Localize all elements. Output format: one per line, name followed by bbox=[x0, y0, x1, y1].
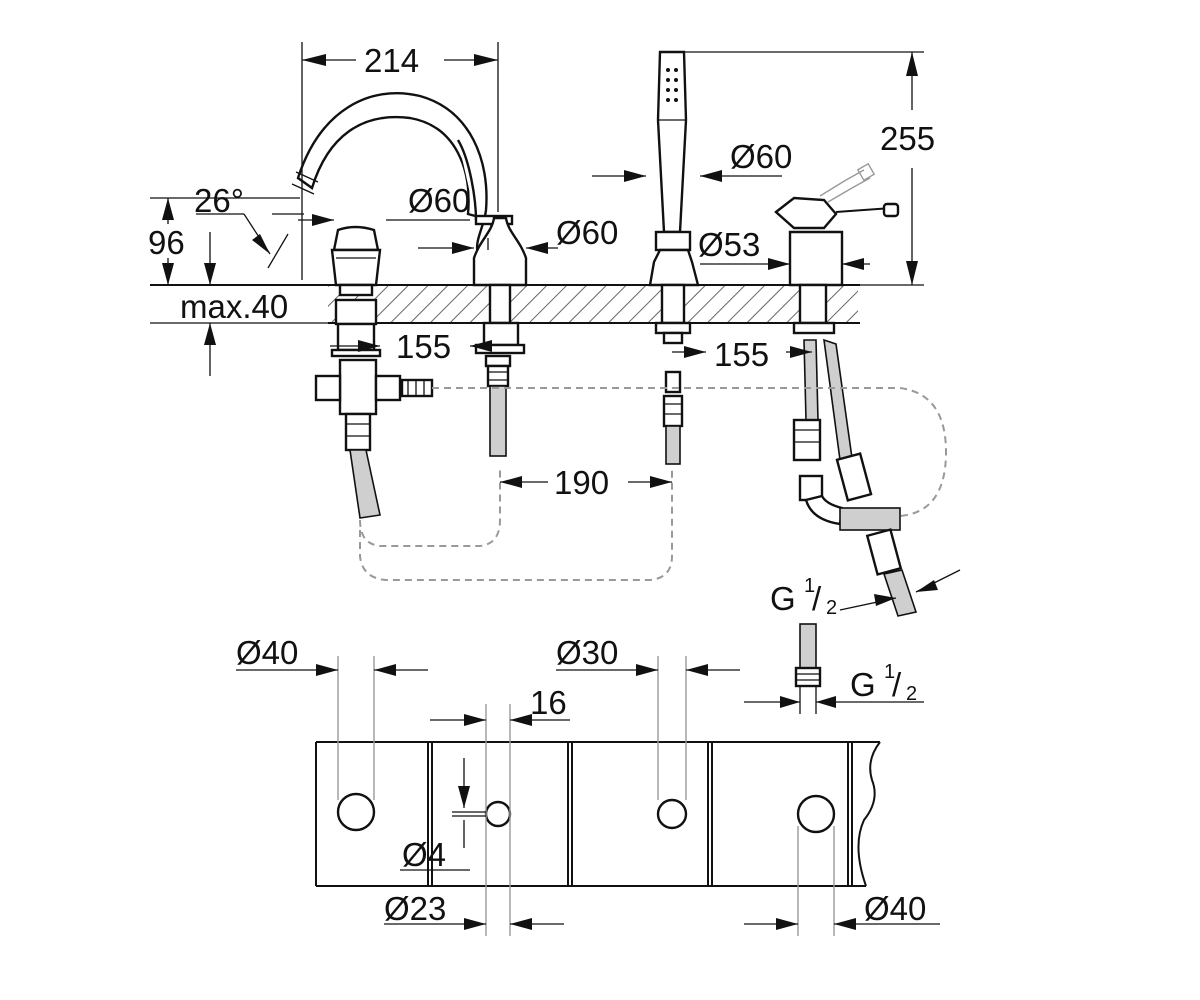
left-valve bbox=[314, 225, 434, 519]
label-dia-spout-top: Ø60 bbox=[408, 182, 470, 219]
label-hole-40-left: Ø40 bbox=[236, 634, 298, 671]
label-thread-top-num: 1 bbox=[804, 575, 815, 597]
diverter-lever bbox=[774, 162, 918, 617]
label-hole-30: Ø30 bbox=[556, 634, 618, 671]
dimension-lines bbox=[150, 42, 961, 611]
label-thread-top: G bbox=[770, 580, 796, 617]
label-thread-mid-slash: / bbox=[892, 666, 902, 703]
label-hole-23: Ø23 bbox=[384, 890, 446, 927]
dimension-labels: 214 255 26° 96 max.40 Ø60 Ø60 Ø60 Ø53 15… bbox=[148, 42, 935, 927]
label-spout-height: 255 bbox=[880, 120, 935, 157]
hand-shower bbox=[648, 50, 700, 465]
label-spacing-mid: 190 bbox=[554, 464, 609, 501]
label-thread-mid-num: 1 bbox=[884, 661, 895, 683]
label-thread-top-den: 2 bbox=[826, 597, 837, 619]
label-hole-40-right: Ø40 bbox=[864, 890, 926, 927]
hose-fitting-detail bbox=[744, 623, 924, 714]
label-dia-shower: Ø60 bbox=[730, 138, 792, 175]
hose-routing bbox=[359, 387, 948, 581]
label-thread-mid-den: 2 bbox=[906, 683, 917, 705]
label-hole-4: Ø4 bbox=[402, 836, 446, 873]
spout bbox=[291, 91, 528, 287]
deck-section bbox=[150, 284, 860, 324]
label-thread-mid: G bbox=[850, 666, 876, 703]
label-spacing-right: 155 bbox=[714, 336, 769, 373]
mounting-template bbox=[236, 656, 940, 936]
label-base-height: 96 bbox=[148, 224, 185, 261]
label-thread-top-slash: / bbox=[812, 580, 822, 617]
spout-underdeck bbox=[474, 283, 526, 457]
label-angle: 26° bbox=[194, 182, 244, 219]
label-spacing-left: 155 bbox=[396, 328, 451, 365]
label-dia-lever: Ø53 bbox=[698, 226, 760, 263]
label-dia-spout-base: Ø60 bbox=[556, 214, 618, 251]
label-spout-reach: 214 bbox=[364, 42, 419, 79]
label-hole-16: 16 bbox=[530, 684, 567, 721]
label-max-deck: max.40 bbox=[180, 288, 288, 325]
